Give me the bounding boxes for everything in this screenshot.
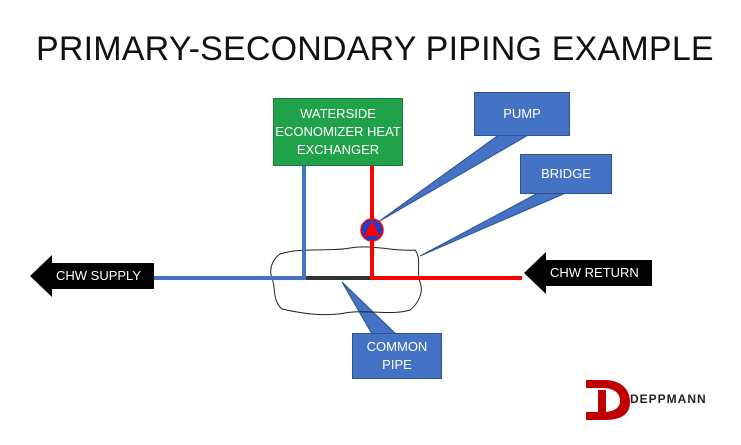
- deppmann-logo-bar: [598, 390, 606, 412]
- chw-supply-arrow: [30, 255, 154, 297]
- chw-return-label: CHW RETURN: [550, 265, 639, 280]
- pump-callout: PUMP: [474, 92, 570, 136]
- common-pipe-callout-pointer: [341, 281, 398, 335]
- bridge-callout-pointer: [419, 191, 569, 257]
- common-pipe-callout: COMMON PIPE: [352, 333, 442, 379]
- bridge-callout: BRIDGE: [520, 154, 612, 194]
- page-title: PRIMARY-SECONDARY PIPING EXAMPLE: [36, 30, 714, 68]
- chw-supply-label: CHW SUPPLY: [56, 268, 141, 283]
- pump-triangle-icon: [364, 221, 380, 236]
- heat-exchanger-box: WATERSIDE ECONOMIZER HEAT EXCHANGER: [273, 98, 403, 166]
- logo-name: DEPPMANN: [630, 392, 707, 406]
- bridge-outline: [270, 246, 422, 316]
- logo-mark-letters: RL: [588, 388, 598, 395]
- chw-return-arrow: [524, 252, 652, 294]
- deppmann-logo-icon: [586, 380, 630, 420]
